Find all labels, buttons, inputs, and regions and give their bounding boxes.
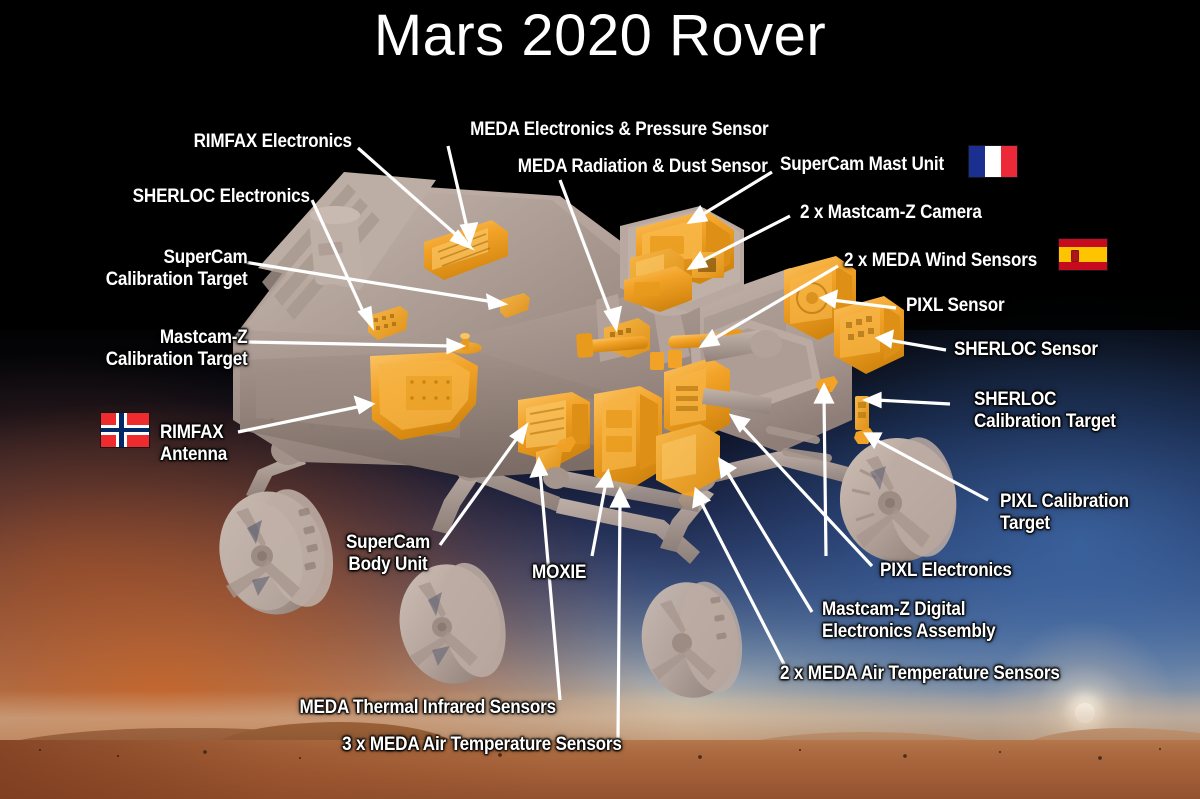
rover-tank — [308, 206, 363, 286]
label-supercam-calibration-target: SuperCam Calibration Target — [106, 247, 248, 290]
wheel-center-rear — [641, 581, 743, 698]
label-3x-meda-air-temperature-sensors: 3 x MEDA Air Temperature Sensors — [342, 734, 622, 755]
instrument-sherloc-sensor — [834, 296, 904, 374]
label-supercam-body-unit: SuperCam Body Unit — [345, 532, 431, 575]
norway-flag — [100, 412, 150, 448]
label-pixl-sensor: PIXL Sensor — [906, 295, 1005, 316]
label-2x-mastcam-z-camera: 2 x Mastcam-Z Camera — [800, 202, 982, 223]
instrument-sherloc-electronics — [368, 306, 408, 340]
label-moxie: MOXIE — [531, 562, 586, 583]
wheel-left-front — [219, 489, 334, 615]
label-2x-meda-air-temperature-sensors: 2 x MEDA Air Temperature Sensors — [780, 663, 1060, 684]
instrument-meda-electronics-pressure-sensor — [424, 220, 508, 280]
instrument-moxie — [594, 386, 662, 492]
label-pixl-electronics: PIXL Electronics — [880, 560, 1012, 581]
instrument-mast-lower-block — [624, 266, 692, 312]
label-sherloc-electronics: SHERLOC Electronics — [132, 186, 310, 207]
wheel-left-middle — [399, 562, 506, 684]
label-sherloc-sensor: SHERLOC Sensor — [954, 339, 1098, 360]
instrument-pixl-electronics — [664, 358, 730, 444]
leader-lines — [237, 145, 989, 739]
label-rimfax-electronics: RIMFAX Electronics — [193, 131, 352, 152]
page-title: Mars 2020 Rover — [373, 3, 827, 68]
label-meda-radiation-dust-sensor: MEDA Radiation & Dust Sensor — [518, 156, 768, 177]
spain-flag — [1058, 238, 1108, 271]
label-supercam-mast-unit: SuperCam Mast Unit — [780, 154, 944, 175]
mars-rock-field — [0, 744, 1200, 774]
instrument-rimfax-antenna — [370, 352, 478, 440]
label-pixl-calibration-target: PIXL Calibration Target — [1000, 491, 1129, 534]
label-mastcam-z-digital-electronics-assembly: Mastcam-Z Digital Electronics Assembly — [822, 599, 996, 642]
instrument-mastcam-z-digital-electronics-assembly — [656, 424, 720, 496]
instrument-supercam-calibration-target — [500, 293, 530, 318]
label-meda-thermal-infrared-sensors: MEDA Thermal Infrared Sensors — [299, 697, 557, 718]
label-mastcam-z-calibration-target: Mastcam-Z Calibration Target — [106, 327, 248, 370]
label-meda-electronics-pressure-sensor: MEDA Electronics & Pressure Sensor — [469, 119, 768, 140]
instrument-sherloc-calibration-target — [855, 396, 869, 430]
label-sherloc-calibration-target: SHERLOC Calibration Target — [974, 389, 1116, 432]
france-flag — [968, 145, 1018, 178]
label-rimfax-antenna: RIMFAX Antenna — [160, 422, 228, 465]
label-2x-meda-wind-sensors: 2 x MEDA Wind Sensors — [844, 250, 1038, 271]
